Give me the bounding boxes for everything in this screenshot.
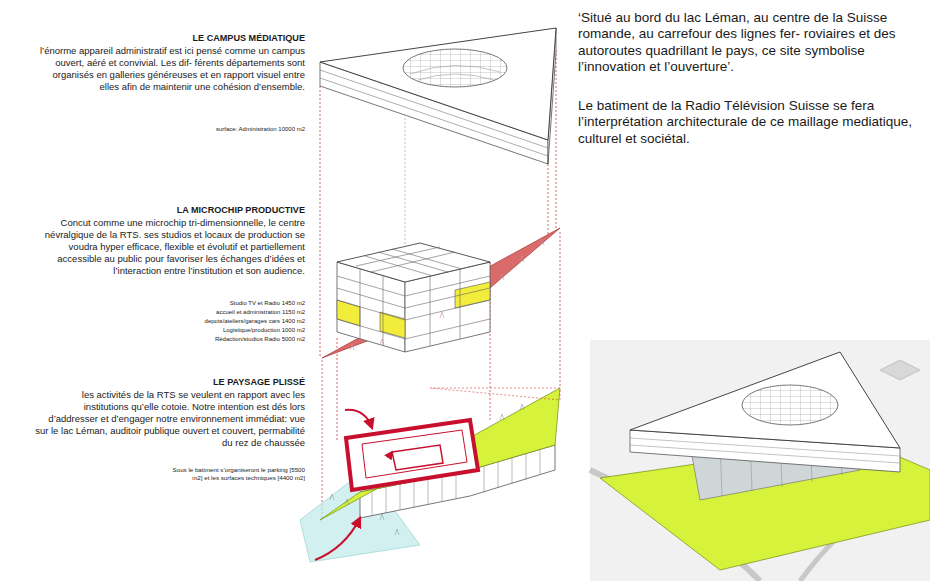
people-marks-part: [330, 494, 334, 500]
red-floor: [322, 228, 560, 358]
fold-outline: [430, 388, 560, 400]
slab-top: [320, 28, 556, 140]
entry-arrow: [345, 410, 372, 428]
people-marks-part: [440, 312, 444, 318]
facade-mullions-part: [540, 449, 541, 475]
people-marks-part: [500, 414, 504, 420]
section-heading: LA MICROCHIP PRODUCTIVE: [35, 205, 305, 216]
people-marks-part: [520, 404, 524, 410]
people-marks-part: [500, 274, 504, 280]
facade-mullions-part: [414, 481, 415, 507]
section-heading: LE PAYSAGE PLISSÉ: [35, 377, 305, 388]
area-note: surface: Administration 10000 m2: [135, 126, 305, 133]
layer-guides-part: [322, 360, 323, 518]
facade-mullions-part: [400, 484, 401, 510]
facade-mullions-part: [498, 462, 499, 488]
layer-guides-part: [320, 86, 321, 356]
section-body: Concut comme une microchip tri-dimension…: [35, 217, 305, 276]
block-top-grid-part: [371, 252, 455, 272]
area-note: Rédaction/studios Radio 5000 m2: [135, 336, 305, 343]
layer-guides-part: [556, 50, 557, 230]
facade-mullions-part: [456, 473, 457, 499]
block-bands: [337, 269, 490, 346]
block-top-grid: [356, 247, 462, 276]
block-top-grid-part: [356, 247, 440, 266]
people-marks-part: [345, 499, 349, 505]
block-top: [337, 243, 490, 282]
people-marks-part: [520, 256, 524, 262]
folded-landscape: [300, 388, 560, 562]
perspective-rendering: [590, 340, 930, 581]
microchip-block: [322, 228, 560, 358]
block-bands-part: [337, 319, 405, 339]
facade-mullions-part: [386, 487, 387, 513]
layer-guides-part: [337, 338, 338, 440]
facade-mullions-part: [372, 490, 373, 516]
green-roof: [320, 388, 560, 520]
section-heading: LE CAMPUS MÉDIATIQUE: [35, 33, 305, 44]
statement-text: Le batiment de la Radio Télévision Suiss…: [578, 98, 923, 147]
area-note: accueil et administration 1150 m2: [135, 309, 305, 316]
patio-opening: [742, 385, 838, 425]
auditorium-square: [346, 420, 478, 490]
yellow-panel: [380, 312, 405, 338]
layer-guides-part: [548, 164, 549, 236]
render-ground: [590, 340, 930, 581]
people-marks: [330, 404, 524, 535]
auditorium-inner: [362, 430, 467, 478]
patio-curve: [410, 65, 500, 74]
people-marks-part: [350, 344, 354, 350]
block-bands-part: [383, 276, 384, 346]
patio-curve: [418, 74, 494, 80]
layer-guides-part: [560, 232, 561, 388]
block-bands-part: [337, 288, 405, 308]
quote-text: ‘Situé au bord du lac Léman, au centre d…: [578, 10, 923, 76]
entry-arrow: [315, 518, 360, 560]
people-marks: [350, 239, 544, 350]
area-note: Logistique/production 1000 m2: [135, 327, 305, 334]
people-marks-part: [395, 529, 399, 535]
facade-mullions-part: [442, 476, 443, 502]
block-bands-part: [360, 269, 361, 339]
patio-opening: [403, 49, 507, 87]
block-bands-part: [405, 300, 490, 320]
neighbour-building: [880, 360, 920, 380]
block-bands-part: [405, 319, 490, 339]
area-note: Studio TV et Radio 1450 m2: [135, 300, 305, 307]
facade-mullions-part: [428, 478, 429, 504]
facade-mullions-part: [526, 454, 527, 480]
section-body: l’énorme appareil administratif est ici …: [35, 45, 305, 93]
area-note: Sous le batiment s’organiseront le parki…: [168, 466, 305, 482]
facade-mullions-part: [512, 458, 513, 484]
slab-top: [630, 352, 900, 448]
campus-slab: [320, 28, 556, 164]
area-note: depots/ateliers/garages cars 1400 m2: [135, 318, 305, 325]
circulation-loop: [392, 445, 443, 470]
people-marks-part: [540, 239, 544, 245]
layer-guides-part: [405, 110, 406, 250]
block-top-grid-part: [365, 256, 433, 276]
people-marks-part: [380, 514, 384, 520]
block-bands-part: [430, 276, 431, 346]
facade-mullions-part: [484, 466, 485, 492]
floor-line: [630, 445, 900, 463]
people-marks-part: [380, 339, 384, 345]
block-bands-part: [460, 269, 461, 339]
section-body: les activités de la RTS se veulent en ra…: [35, 389, 305, 448]
block-bands-part: [405, 288, 490, 308]
block-bands-part: [337, 300, 405, 320]
